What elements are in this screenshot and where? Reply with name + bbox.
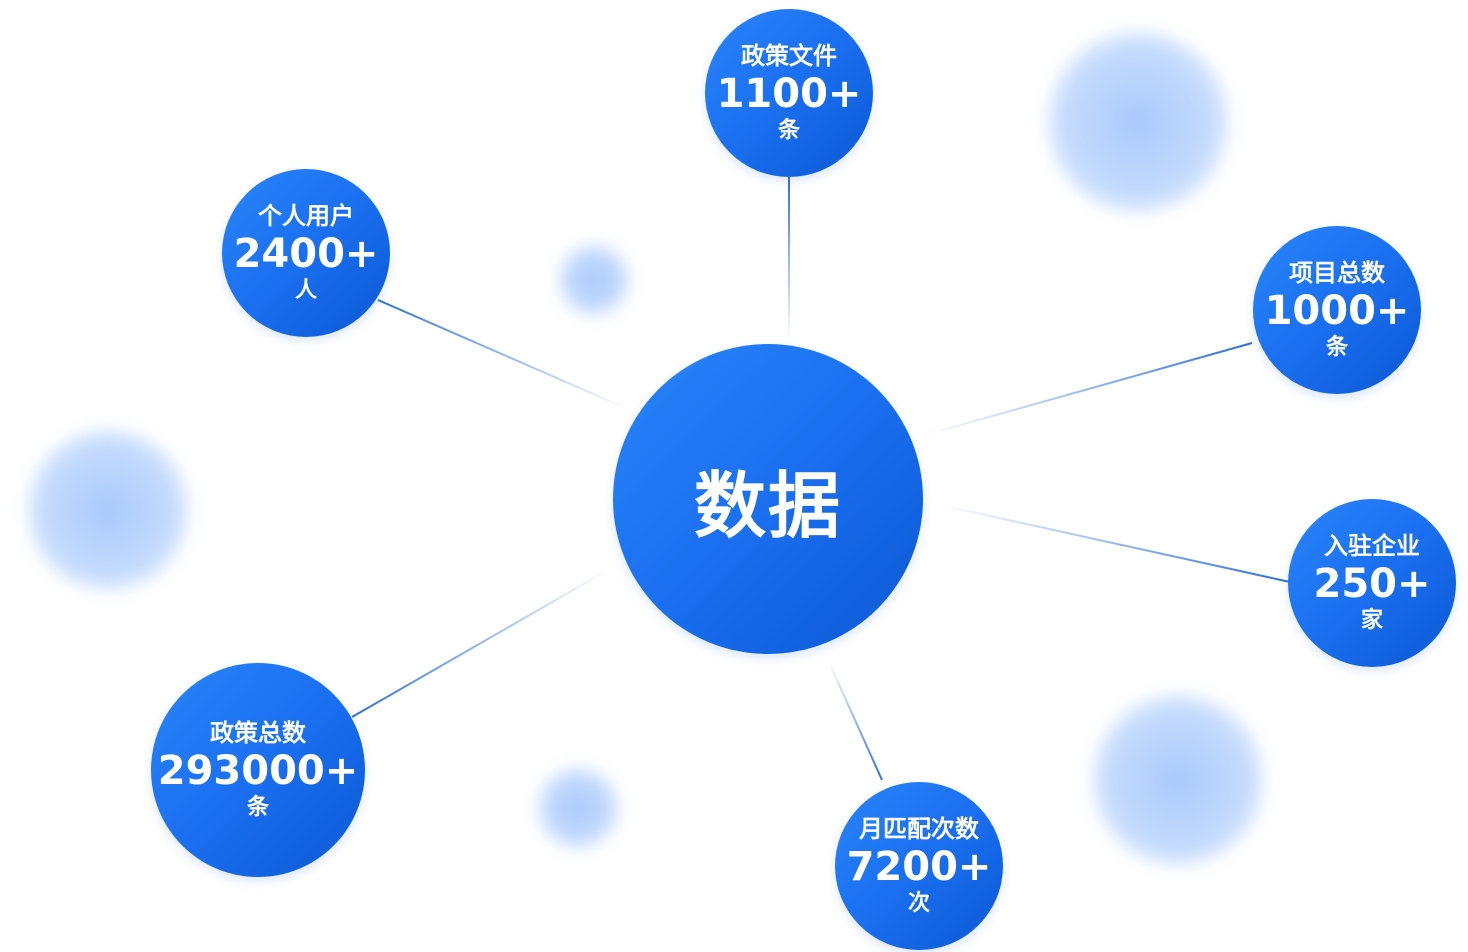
connector-line: [351, 569, 609, 718]
stat-unit: 次: [907, 891, 930, 916]
stat-bubble-policy-total: 政策总数 293000+ 条: [151, 663, 365, 877]
stat-label: 个人用户: [258, 202, 354, 230]
stat-bubble-projects: 项目总数 1000+ 条: [1253, 226, 1421, 394]
center-bubble: 数据: [613, 344, 923, 654]
connector-line: [827, 659, 883, 781]
stat-label: 项目总数: [1289, 259, 1385, 287]
connector-line: [939, 504, 1291, 583]
stat-value: 7200+: [846, 844, 992, 890]
stat-bubble-monthly-matches: 月匹配次数 7200+ 次: [835, 782, 1003, 950]
stat-value: 1100+: [716, 71, 862, 117]
connector-line: [924, 342, 1253, 436]
decorative-blur-circle: [559, 245, 629, 315]
stat-unit: 条: [777, 118, 800, 143]
decorative-blur-circle: [1048, 32, 1228, 212]
stat-label: 政策总数: [210, 719, 306, 747]
stat-bubble-policy-files: 政策文件 1100+ 条: [705, 9, 873, 177]
stat-bubble-enterprises: 入驻企业 250+ 家: [1288, 499, 1456, 667]
decorative-blur-circle: [28, 430, 188, 590]
stat-bubble-personal-users: 个人用户 2400+ 人: [222, 169, 390, 337]
connector-line: [377, 299, 631, 411]
decorative-blur-circle: [538, 768, 618, 848]
stat-unit: 人: [294, 278, 317, 303]
stat-unit: 家: [1360, 608, 1383, 633]
stat-unit: 条: [1325, 335, 1348, 360]
stat-label: 入驻企业: [1324, 532, 1420, 560]
stat-unit: 条: [246, 795, 269, 820]
center-label: 数据: [693, 463, 842, 548]
stat-value: 250+: [1313, 561, 1431, 607]
stat-label: 月匹配次数: [859, 815, 979, 843]
decorative-blur-circle: [1093, 695, 1263, 865]
stat-value: 293000+: [157, 748, 359, 794]
stat-value: 1000+: [1264, 288, 1410, 334]
stat-label: 政策文件: [741, 42, 837, 70]
stat-value: 2400+: [233, 231, 379, 277]
